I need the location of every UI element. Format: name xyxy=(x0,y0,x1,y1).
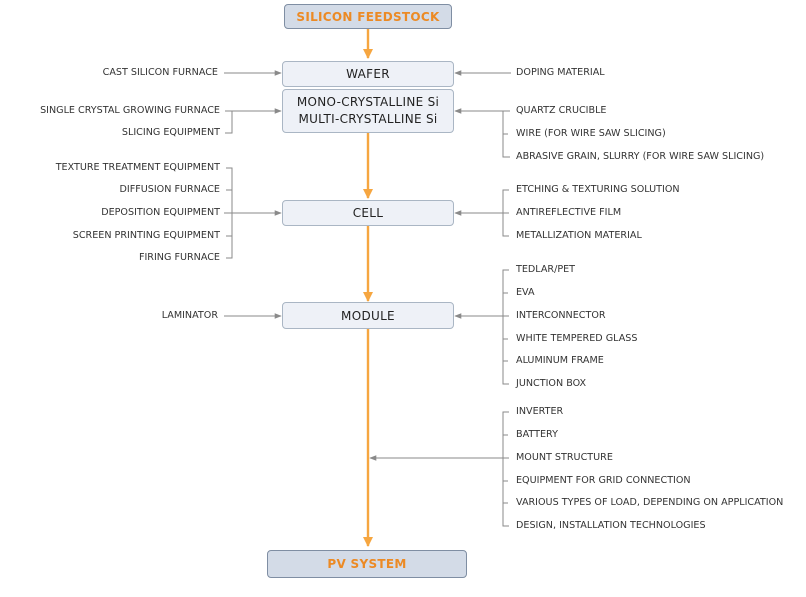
label-deposition-equipment: DEPOSITION EQUIPMENT xyxy=(101,207,220,218)
label-battery: BATTERY xyxy=(516,429,558,440)
label-slicing-equipment: SLICING EQUIPMENT xyxy=(121,127,220,138)
label-diffusion-furnace: DIFFUSION FURNACE xyxy=(119,184,220,195)
label-eva: EVA xyxy=(516,287,535,298)
multi-crystalline-label: MULTI-CRYSTALLINE Si xyxy=(298,112,438,126)
input-connectors xyxy=(224,70,511,527)
label-etching-texturing: ETCHING & TEXTURING SOLUTION xyxy=(516,184,680,195)
pv-system-box: PV SYSTEM xyxy=(267,550,467,578)
bracket-module-right xyxy=(502,269,509,385)
silicon-feedstock-box: SILICON FEEDSTOCK xyxy=(284,4,452,29)
label-single-crystal-furnace: SINGLE CRYSTAL GROWING FURNACE xyxy=(40,105,220,116)
label-various-loads: VARIOUS TYPES OF LOAD, DEPENDING ON APPL… xyxy=(516,497,784,508)
label-doping-material: DOPING MATERIAL xyxy=(516,67,605,78)
label-tedlar-pet: TEDLAR/PET xyxy=(516,264,576,275)
label-wire: WIRE (FOR WIRE SAW SLICING) xyxy=(516,128,666,139)
label-aluminum-frame: ALUMINUM FRAME xyxy=(516,355,604,366)
label-grid-connection: EQUIPMENT FOR GRID CONNECTION xyxy=(516,475,691,486)
label-screen-printing: SCREEN PRINTING EQUIPMENT xyxy=(72,230,220,241)
mono-crystalline-label: MONO-CRYSTALLINE Si xyxy=(296,95,440,109)
label-metallization: METALLIZATION MATERIAL xyxy=(516,230,642,241)
label-cast-silicon-furnace: CAST SILICON FURNACE xyxy=(102,67,218,78)
label-white-tempered-glass: WHITE TEMPERED GLASS xyxy=(516,333,638,344)
label-design-installation: DESIGN, INSTALLATION TECHNOLOGIES xyxy=(516,520,706,531)
wafer-box: WAFER xyxy=(282,61,454,87)
cell-box: CELL xyxy=(282,200,454,226)
label-firing-furnace: FIRING FURNACE xyxy=(138,252,220,263)
label-antireflective-film: ANTIREFLECTIVE FILM xyxy=(516,207,622,218)
label-laminator: LAMINATOR xyxy=(161,310,218,321)
label-texture-treatment: TEXTURE TREATMENT EQUIPMENT xyxy=(55,162,220,173)
bracket-system-right xyxy=(502,411,509,527)
label-abrasive-grain: ABRASIVE GRAIN, SLURRY (FOR WIRE SAW SLI… xyxy=(516,151,765,162)
bracket-crystal-left xyxy=(225,110,233,134)
label-mount-structure: MOUNT STRUCTURE xyxy=(516,452,613,463)
label-junction-box: JUNCTION BOX xyxy=(516,378,587,389)
crystal-box: MONO-CRYSTALLINE Si MULTI-CRYSTALLINE Si xyxy=(282,89,454,133)
label-quartz-crucible: QUARTZ CRUCIBLE xyxy=(516,105,607,116)
label-inverter: INVERTER xyxy=(516,406,564,417)
module-box: MODULE xyxy=(282,302,454,329)
label-interconnector: INTERCONNECTOR xyxy=(516,310,606,321)
